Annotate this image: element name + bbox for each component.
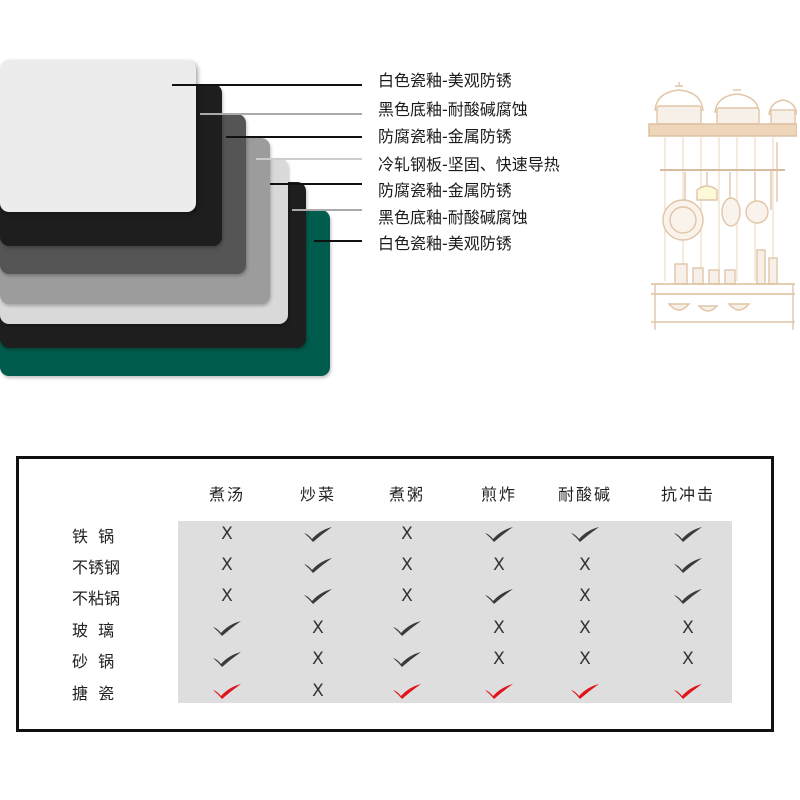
cross-mark: X bbox=[387, 554, 427, 576]
cross-symbol: X bbox=[493, 618, 505, 638]
cross-mark: X bbox=[479, 617, 519, 639]
leader-line-5 bbox=[270, 183, 362, 185]
layer-label-7: 白色瓷釉-美观防锈 bbox=[378, 234, 512, 253]
cross-mark: X bbox=[207, 585, 247, 607]
row-label-5: 砂 锅 bbox=[72, 652, 115, 671]
column-header-2: 炒菜 bbox=[299, 485, 337, 504]
red-check-icon bbox=[387, 680, 427, 702]
cross-symbol: X bbox=[401, 586, 413, 606]
cross-symbol: X bbox=[312, 681, 324, 701]
cross-mark: X bbox=[565, 554, 605, 576]
cross-symbol: X bbox=[221, 586, 233, 606]
leader-line-6 bbox=[292, 209, 362, 211]
cross-mark: X bbox=[298, 680, 338, 702]
cross-mark: X bbox=[668, 648, 708, 670]
check-icon bbox=[298, 585, 338, 607]
cross-symbol: X bbox=[312, 618, 324, 638]
layer-label-5: 防腐瓷釉-金属防锈 bbox=[378, 181, 512, 200]
kitchen-shelf-illustration bbox=[648, 82, 797, 330]
check-icon bbox=[207, 617, 247, 639]
column-header-6: 抗冲击 bbox=[660, 485, 716, 504]
cross-symbol: X bbox=[682, 618, 694, 638]
check-icon bbox=[479, 585, 519, 607]
cross-symbol: X bbox=[579, 555, 591, 575]
layer-label-2: 黑色底釉-耐酸碱腐蚀 bbox=[378, 100, 528, 119]
layer-label-4: 冷轧钢板-坚固、快速导热 bbox=[378, 155, 560, 174]
cross-mark: X bbox=[668, 617, 708, 639]
leader-line-1 bbox=[172, 84, 362, 86]
red-check-icon bbox=[668, 680, 708, 702]
cross-mark: X bbox=[479, 554, 519, 576]
check-icon bbox=[668, 523, 708, 545]
cross-symbol: X bbox=[312, 649, 324, 669]
leader-line-3 bbox=[226, 136, 362, 138]
check-icon bbox=[479, 523, 519, 545]
cross-symbol: X bbox=[493, 649, 505, 669]
cross-symbol: X bbox=[221, 524, 233, 544]
row-label-2: 不锈钢 bbox=[72, 558, 121, 577]
check-icon bbox=[387, 648, 427, 670]
cross-mark: X bbox=[479, 648, 519, 670]
comparison-table-frame bbox=[16, 456, 774, 732]
row-label-1: 铁 锅 bbox=[72, 527, 115, 546]
layer-label-3: 防腐瓷釉-金属防锈 bbox=[378, 127, 512, 146]
row-label-6: 搪 瓷 bbox=[72, 684, 115, 703]
row-label-4: 玻 璃 bbox=[72, 621, 115, 640]
check-icon bbox=[565, 523, 605, 545]
check-icon bbox=[207, 648, 247, 670]
layer-plate-1 bbox=[0, 60, 196, 212]
red-check-icon bbox=[479, 680, 519, 702]
cross-symbol: X bbox=[493, 555, 505, 575]
cross-mark: X bbox=[207, 554, 247, 576]
cross-mark: X bbox=[387, 523, 427, 545]
red-check-icon bbox=[207, 680, 247, 702]
cross-mark: X bbox=[565, 648, 605, 670]
cross-symbol: X bbox=[401, 555, 413, 575]
check-icon bbox=[298, 554, 338, 576]
check-icon bbox=[298, 523, 338, 545]
cross-mark: X bbox=[298, 648, 338, 670]
cross-mark: X bbox=[207, 523, 247, 545]
layer-label-6: 黑色底釉-耐酸碱腐蚀 bbox=[378, 208, 528, 227]
cross-symbol: X bbox=[579, 649, 591, 669]
red-check-icon bbox=[565, 680, 605, 702]
leader-line-7 bbox=[314, 240, 362, 242]
check-icon bbox=[668, 585, 708, 607]
cross-mark: X bbox=[565, 617, 605, 639]
cross-mark: X bbox=[298, 617, 338, 639]
column-header-1: 煮汤 bbox=[208, 485, 246, 504]
column-header-5: 耐酸碱 bbox=[557, 485, 613, 504]
check-icon bbox=[387, 617, 427, 639]
cross-symbol: X bbox=[682, 649, 694, 669]
cross-symbol: X bbox=[401, 524, 413, 544]
layer-label-1: 白色瓷釉-美观防锈 bbox=[378, 71, 512, 90]
cross-symbol: X bbox=[579, 586, 591, 606]
check-icon bbox=[668, 554, 708, 576]
cross-mark: X bbox=[387, 585, 427, 607]
comparison-grid-background bbox=[178, 521, 732, 703]
leader-line-2 bbox=[200, 113, 362, 115]
leader-line-4 bbox=[256, 158, 362, 160]
column-header-3: 煮粥 bbox=[388, 485, 426, 504]
cross-mark: X bbox=[565, 585, 605, 607]
row-label-3: 不粘锅 bbox=[72, 589, 121, 608]
cross-symbol: X bbox=[579, 618, 591, 638]
cross-symbol: X bbox=[221, 555, 233, 575]
column-header-4: 煎炸 bbox=[480, 485, 518, 504]
